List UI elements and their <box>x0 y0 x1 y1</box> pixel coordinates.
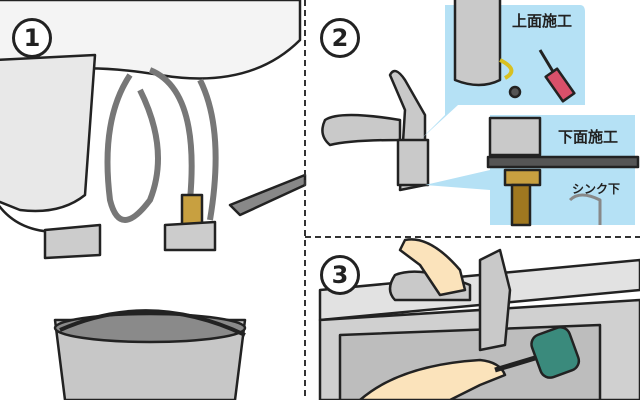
step-number-2: 2 <box>320 18 360 58</box>
under-sink-label: シンク下 <box>572 182 621 196</box>
panel-3-art <box>318 238 640 400</box>
step-number-3: 3 <box>320 255 360 295</box>
panel-2-art <box>321 0 640 227</box>
step-number-1: 1 <box>12 18 52 58</box>
callout-top-mount-label: 上面施工 <box>512 12 573 30</box>
panel-1-art <box>0 0 307 400</box>
callout-bottom-mount-label: 下面施工 <box>558 128 619 146</box>
